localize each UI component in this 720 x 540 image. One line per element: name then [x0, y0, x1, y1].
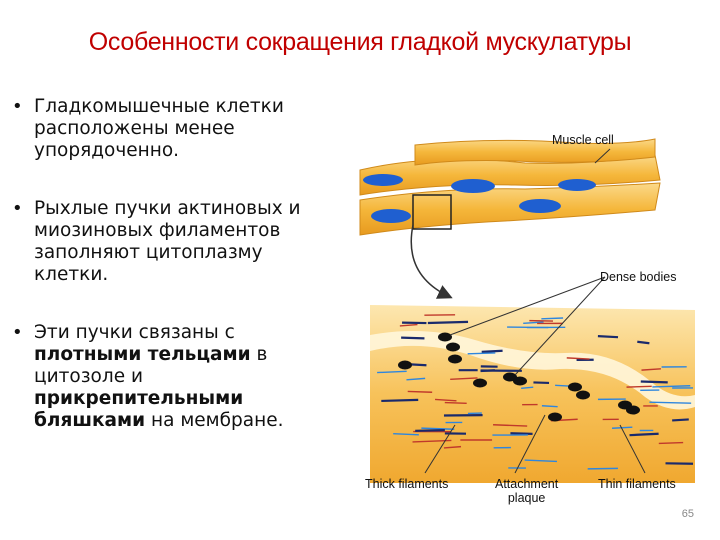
- thick-filament: [630, 434, 659, 435]
- attachment-plaque-label: Attachment plaque: [495, 477, 558, 505]
- bullet-item: • Гладкомышечные клетки расположены менее…: [12, 96, 342, 162]
- dense-body: [446, 343, 460, 352]
- zoom-arrow: [411, 225, 450, 297]
- nucleus: [363, 174, 403, 186]
- bullet-text: Гладкомышечные клетки расположены менее …: [34, 96, 284, 161]
- text-segment: Рыхлые пучки актиновых и миозиновых фила…: [34, 198, 301, 285]
- muscle-cell: [360, 183, 660, 235]
- slide-title: Особенности сокращения гладкой мускулату…: [0, 28, 720, 57]
- dense-body: [398, 361, 412, 370]
- thin-filament: [659, 443, 683, 444]
- dense-body: [548, 413, 562, 422]
- smooth-muscle-figure: Muscle cell Dense bodies Thick filaments…: [355, 125, 705, 525]
- dense-body: [513, 377, 527, 386]
- bullet-dot: •: [12, 96, 23, 118]
- thin-filament: [542, 406, 558, 407]
- thick-filament: [415, 430, 445, 431]
- thin-filament: [627, 386, 652, 387]
- muscle-cell-label: Muscle cell: [552, 133, 614, 147]
- bullet-dot: •: [12, 322, 23, 344]
- dense-body: [568, 383, 582, 392]
- nucleus: [519, 199, 561, 213]
- thin-filament: [468, 353, 496, 354]
- page-number: 65: [682, 508, 694, 520]
- bullet-list: • Гладкомышечные клетки расположены менее…: [12, 96, 342, 468]
- thick-filament: [428, 322, 468, 323]
- dense-body: [626, 406, 640, 415]
- thin-filament: [541, 318, 563, 319]
- thick-filament: [381, 400, 418, 401]
- thick-filament: [637, 342, 649, 343]
- nucleus: [451, 179, 495, 193]
- thin-filament: [649, 402, 691, 403]
- dense-bodies-label: Dense bodies: [600, 270, 676, 284]
- bold-term: плотными тельцами: [34, 344, 251, 365]
- filament-zoom: [370, 277, 695, 483]
- thin-filaments-label: Thin filaments: [598, 477, 676, 491]
- dense-body: [576, 391, 590, 400]
- thick-filament: [401, 338, 424, 339]
- text-segment: на мембране.: [145, 410, 283, 431]
- text-segment: Гладкомышечные клетки расположены менее …: [34, 96, 284, 161]
- bullet-text: Эти пучки связаны с плотными тельцами в …: [34, 322, 283, 431]
- thick-filament: [641, 382, 668, 383]
- bullet-item: • Рыхлые пучки актиновых и миозиновых фил…: [12, 198, 342, 286]
- thick-filament: [672, 419, 689, 420]
- dense-body: [448, 355, 462, 364]
- text-segment: Эти пучки связаны с: [34, 322, 235, 343]
- bullet-dot: •: [12, 198, 23, 220]
- nucleus: [371, 209, 411, 223]
- muscle-cells: [360, 139, 660, 235]
- thick-filament: [598, 336, 618, 337]
- bullet-item: • Эти пучки связаны с плотными тельцами в…: [12, 322, 342, 432]
- smooth-muscle-illustration: [355, 125, 705, 525]
- nucleus: [558, 179, 596, 191]
- thick-filament: [482, 351, 503, 352]
- thick-filaments-label: Thick filaments: [365, 477, 448, 491]
- thin-filament: [445, 403, 467, 404]
- thin-filament: [408, 391, 432, 392]
- dense-body: [473, 379, 487, 388]
- thick-filament: [510, 433, 532, 434]
- dense-body: [438, 333, 452, 342]
- bullet-text: Рыхлые пучки актиновых и миозиновых фила…: [34, 198, 301, 285]
